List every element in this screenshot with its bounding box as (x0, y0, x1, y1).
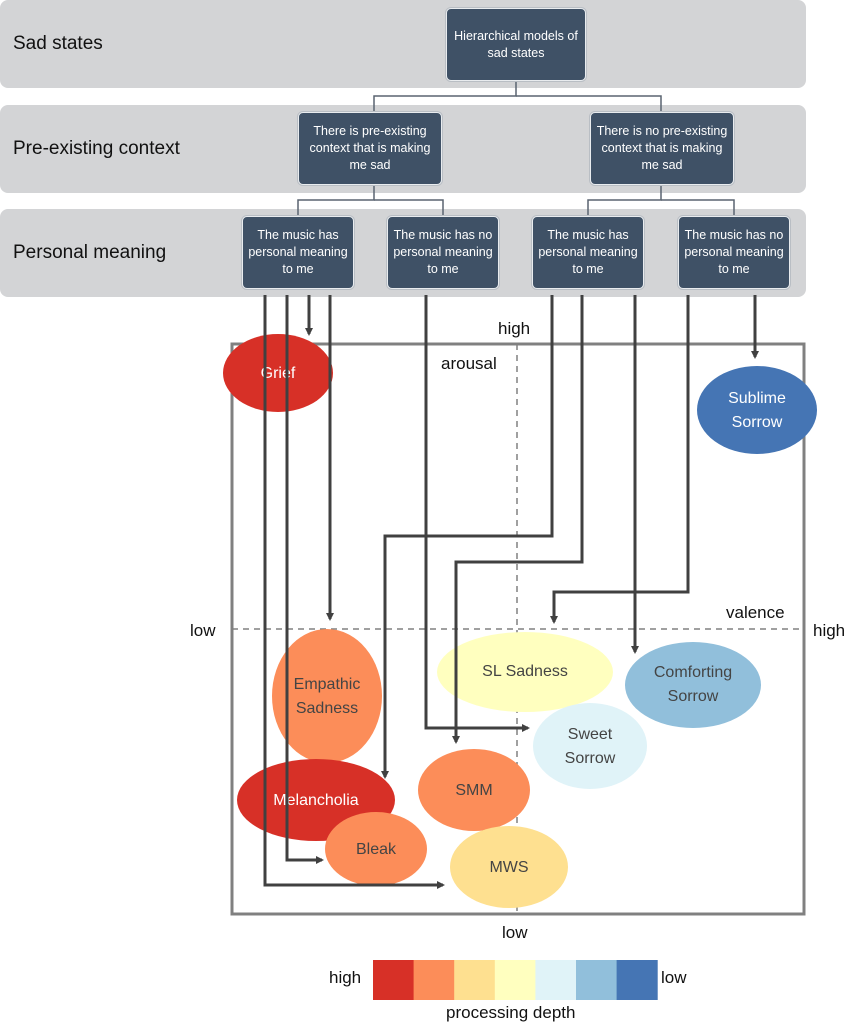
tree-connectors (297, 80, 735, 217)
arrow-m2-to-sweet-sorrow (424, 295, 530, 732)
state-comforting-sorrow-line1: Comforting (654, 664, 732, 681)
state-mws-shape (450, 826, 568, 908)
state-empathic-sadness-line2: Sadness (296, 700, 358, 717)
legend-title: processing depth (446, 1003, 575, 1022)
state-sweet-sorrow: Sweet Sorrow (533, 703, 647, 789)
node-ctx1-personal-meaning: The music has personal meaning to me (242, 216, 354, 289)
connector-root-right (516, 95, 662, 113)
state-sublime-sorrow-shape (697, 366, 817, 454)
state-sl-sadness-shape (437, 632, 613, 712)
state-empathic-sadness-shape (272, 629, 382, 763)
state-sublime-sorrow: Sublime Sorrow (697, 366, 817, 454)
arrow-paths (263, 295, 759, 889)
legend-swatch-4 (494, 960, 536, 1000)
arrow-m3-to-smm (452, 295, 584, 744)
state-sl-sadness-label: SL Sadness (482, 663, 568, 680)
legend-low-label: low (661, 968, 687, 987)
state-sweet-sorrow-shape (533, 703, 647, 789)
state-smm: SMM (418, 749, 530, 831)
valence-label: valence (726, 603, 785, 622)
state-bleak-label: Bleak (356, 841, 397, 858)
state-sweet-sorrow-line1: Sweet (568, 726, 613, 743)
state-sweet-sorrow-line2: Sorrow (565, 750, 616, 767)
arousal-low-label: low (502, 923, 528, 942)
connector-ctx1-m1 (297, 186, 375, 217)
connector-ctx2-m3 (587, 186, 662, 217)
legend-swatch-5 (535, 960, 577, 1000)
legend-swatch-2 (413, 960, 455, 1000)
connector-ctx1-m2 (374, 199, 444, 217)
node-no-pre-existing-context: There is no pre-existing context that is… (590, 112, 734, 185)
legend: high low processing depth (329, 960, 687, 1022)
row-label-pre-existing-context: Pre-existing context (13, 138, 180, 159)
state-smm-shape (418, 749, 530, 831)
state-sl-sadness: SL Sadness (437, 632, 613, 712)
state-grief-shape (223, 334, 333, 412)
connector-root-left (373, 80, 517, 113)
state-bleak: Bleak (325, 812, 427, 886)
row-label-sad-states: Sad states (13, 33, 103, 54)
node-root: Hierarchical models of sad states (446, 8, 586, 81)
node-ctx1-no-personal-meaning: The music has no personal meaning to me (387, 216, 499, 289)
arousal-high-label: high (498, 319, 530, 338)
state-empathic-sadness-line1: Empathic (294, 676, 361, 693)
state-sublime-sorrow-line1: Sublime (728, 390, 786, 407)
node-pre-existing-context: There is pre-existing context that is ma… (298, 112, 442, 185)
legend-swatch-3 (454, 960, 496, 1000)
state-melancholia-label: Melancholia (273, 792, 358, 809)
arousal-label: arousal (441, 354, 497, 373)
state-comforting-sorrow: Comforting Sorrow (625, 642, 761, 728)
legend-high-label: high (329, 968, 361, 987)
connector-ctx2-m4 (661, 199, 735, 217)
valence-high-label: high (813, 621, 845, 640)
state-smm-label: SMM (455, 782, 492, 799)
row-label-personal-meaning: Personal meaning (13, 242, 167, 263)
legend-swatch-1 (373, 960, 415, 1000)
state-empathic-sadness: Empathic Sadness (272, 629, 382, 763)
state-sublime-sorrow-line2: Sorrow (732, 414, 783, 431)
node-ctx2-personal-meaning: The music has personal meaning to me (532, 216, 644, 289)
arrow-m1-to-bleak (285, 295, 324, 864)
arrow-m3-to-melancholia (381, 295, 554, 779)
state-mws-label: MWS (489, 859, 528, 876)
row-band-sad-states (0, 0, 806, 88)
node-ctx2-no-personal-meaning: The music has no personal meaning to me (678, 216, 790, 289)
legend-swatch-7 (616, 960, 658, 1000)
state-bleak-shape (325, 812, 427, 886)
state-mws: MWS (450, 826, 568, 908)
valence-low-label: low (190, 621, 216, 640)
legend-swatch-6 (576, 960, 618, 1000)
arrow-m4-to-sl-sadness (550, 295, 690, 624)
state-comforting-sorrow-shape (625, 642, 761, 728)
arrow-m1-to-mws (263, 295, 445, 889)
state-grief: Grief (223, 334, 333, 412)
state-comforting-sorrow-line2: Sorrow (668, 688, 719, 705)
